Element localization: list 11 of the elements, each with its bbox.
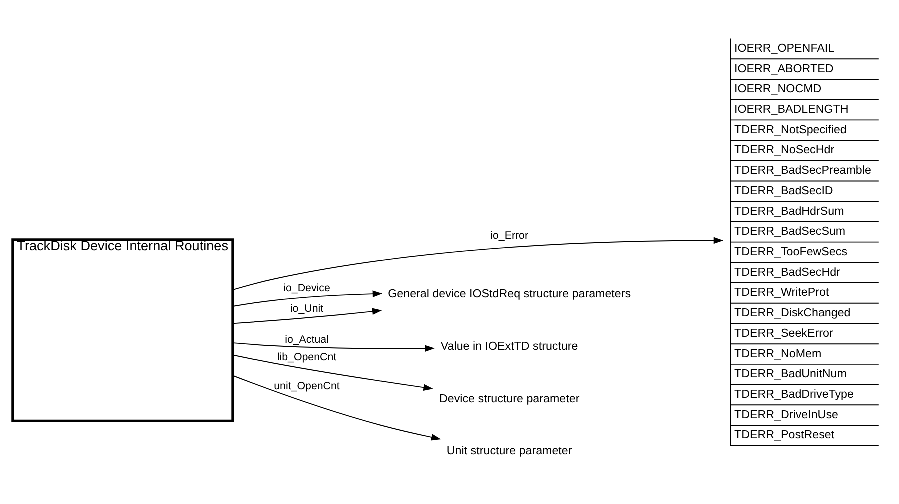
node-text: Value in IOExtTD structure bbox=[440, 340, 578, 353]
node-text: IOERR_OPENFAIL IOERR_ABORTED IOERR_NOCMD IOERR_BADLENGTH TDERR_NotSpecified TDERR_NoSecHdr TDERR_BadSecPreamble TDERR_BadSecID TDERR_BadHdrSum TDERR_BadSecSum TDERR_TooFewSecs TDERR_BadSecHdr TDERR_WriteProt TDERR_DiskChanged TDERR_SeekError TDERR_NoMem TDERR_BadUnitNum TDERR_BadDriveType TDERR_DriveInUse TDERR_PostReset bbox=[734, 42, 872, 442]
edge-label: io_Device bbox=[284, 282, 330, 295]
edge-label: io_Actual bbox=[285, 334, 329, 346]
edge-label: unit_OpenCnt bbox=[274, 380, 340, 392]
edge-label: io_Error bbox=[490, 230, 529, 242]
node-text: Unit structure parameter bbox=[446, 444, 572, 458]
node-text: General device IOStdReq structure parameters bbox=[388, 288, 632, 301]
node-text: Device structure parameter bbox=[439, 392, 580, 406]
edge-label: io_Unit bbox=[290, 302, 324, 315]
edge-label: lib_OpenCnt bbox=[277, 351, 337, 364]
